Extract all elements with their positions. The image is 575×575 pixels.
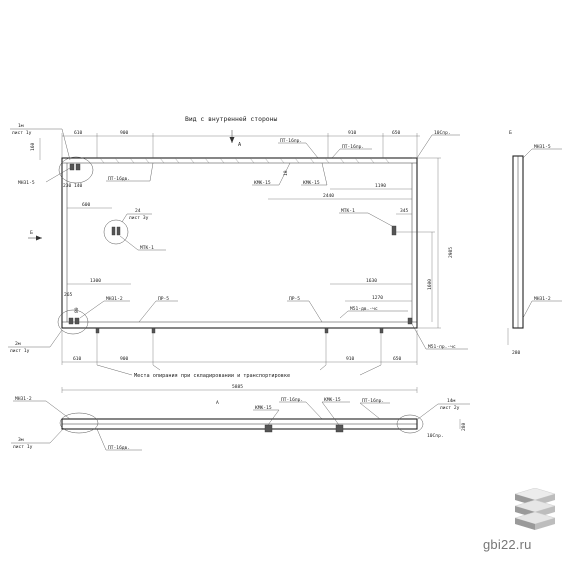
dim-2985: 2985 xyxy=(448,247,454,258)
dim-10: 10 xyxy=(283,170,289,176)
dim-1270: 1270 xyxy=(372,295,383,301)
support-mark-3 xyxy=(324,327,329,334)
label-pt16-bottom-right: ПТ-16пр. xyxy=(362,398,384,404)
dim-900-bot: 900 xyxy=(120,356,129,362)
dim-910-top: 910 xyxy=(348,130,357,136)
dim-1300: 1300 xyxy=(90,278,101,284)
label-pr5-a: ПР-5 xyxy=(158,296,169,302)
support-mark-1 xyxy=(95,327,100,334)
dim-280-bottom: 280 xyxy=(461,422,467,431)
dim-5885: 5885 xyxy=(232,384,243,390)
dim-1190: 1190 xyxy=(375,183,386,189)
label-mn31-5-left: МН31-5 xyxy=(18,180,35,186)
main-elevation: Вид с внутренней стороны А 610 xyxy=(8,115,468,393)
section-a-top: А xyxy=(238,142,242,148)
label-10c-pr: 10Спр. xyxy=(434,130,451,136)
dim-610-top: 610 xyxy=(74,130,83,136)
mn31-5-plate-a xyxy=(69,163,75,171)
kmk15-plate-d xyxy=(335,424,344,433)
section-a-view: А МН31-2 3м лист 1у КМК-15 ПТ-16пр. КМК-… xyxy=(11,396,470,451)
mn31-2-plate-a xyxy=(68,317,74,325)
label-m51-right: М51-пр.-чс xyxy=(428,344,456,350)
dim-910-bot: 910 xyxy=(346,356,355,362)
node-2-sheet: лист 1у xyxy=(10,348,30,354)
node-1-circle xyxy=(58,156,94,184)
support-note: Места опирания при складировании и транс… xyxy=(134,373,290,379)
dim-160: 160 xyxy=(30,142,36,151)
dim-1630: 1630 xyxy=(366,278,377,284)
node-14-label: 14м xyxy=(447,398,456,404)
mtk1-plate-b xyxy=(116,226,121,236)
label-kmk15-d: КМК-15 xyxy=(324,397,341,403)
mn31-5-plate-b xyxy=(75,163,81,171)
gbi22-logo-icon xyxy=(514,488,556,530)
dim-650-top: 650 xyxy=(392,130,401,136)
node-1-sheet: лист 1у xyxy=(12,130,32,136)
dim-80: 80 xyxy=(74,307,80,313)
mn31-2-plate-b xyxy=(74,317,80,325)
label-kmk15-a: КМК-15 xyxy=(254,180,271,186)
view-arrow-head xyxy=(229,137,235,143)
label-pt16-top-left: ПТ-16дв. xyxy=(108,176,130,182)
label-pt16-bottom-left: ПТ-16дв. xyxy=(108,445,130,451)
label-pt16-bottom-mid: ПТ-16пр. xyxy=(281,397,303,403)
view-title: Вид с внутренней стороны xyxy=(185,115,277,123)
support-mark-4 xyxy=(379,327,384,334)
support-mark-2 xyxy=(151,327,156,334)
node-3-label: 3м xyxy=(18,437,24,443)
panel-outline xyxy=(61,157,418,329)
section-a-title: А xyxy=(216,400,219,406)
label-10c-bottom: 10Спр. xyxy=(427,433,444,439)
site-watermark: gbi22.ru xyxy=(483,537,532,552)
label-pt16-top-right: ПТ-16пр. xyxy=(342,144,364,150)
label-pt16-top-mid: ПТ-16пр. xyxy=(280,138,302,144)
label-mtk1-a: МТК-1 xyxy=(140,245,154,251)
label-m51-mid: М51-дв.-чс xyxy=(350,306,378,312)
node-24-sheet: лист 3у xyxy=(129,215,149,221)
section-b-arrow-head xyxy=(36,235,42,241)
mtk1-plate-right xyxy=(391,225,397,236)
label-mtk1-b: МТК-1 xyxy=(341,208,355,214)
node-2-circle xyxy=(57,309,89,335)
node-14-sheet: лист 2у xyxy=(440,405,460,411)
dim-650-bot: 650 xyxy=(393,356,402,362)
dim-1600: 1600 xyxy=(427,279,433,290)
top-rib-hatch xyxy=(99,157,390,164)
label-mn31-2-bottom: МН31-2 xyxy=(15,396,32,402)
section-b-left: Б xyxy=(30,230,33,236)
node-3-circle xyxy=(59,412,99,434)
label-kmk15-b: КМК-15 xyxy=(303,180,320,186)
dim-610-bot: 610 xyxy=(73,356,82,362)
label-mn31-5-right: МН31-5 xyxy=(534,144,551,150)
section-b-view: Б МН31-5 МН31-2 280 xyxy=(507,130,562,356)
label-kmk15-c: КМК-15 xyxy=(255,405,272,411)
label-mn31-2-right: МН31-2 xyxy=(534,296,551,302)
label-pr5-b: ПР-5 xyxy=(289,296,300,302)
dim-265: 265 xyxy=(64,292,73,298)
mtk1-plate-a xyxy=(111,226,116,236)
section-b-title: Б xyxy=(509,130,512,136)
node-24-circle xyxy=(103,219,129,245)
dim-600: 600 xyxy=(82,202,91,208)
label-mn31-2-main: МН31-2 xyxy=(106,296,123,302)
dim-900-top: 900 xyxy=(120,130,129,136)
dim-280-b: 280 xyxy=(512,350,521,356)
dim-345: 345 xyxy=(400,208,409,214)
node-14-circle xyxy=(396,414,424,434)
node-24-label: 24 xyxy=(135,208,141,214)
dim-230: 230 xyxy=(63,183,72,189)
m51-plate xyxy=(407,317,413,325)
node-3-sheet: лист 1у xyxy=(13,444,33,450)
node-1-label: 1м xyxy=(18,123,24,129)
kmk15-plate-c xyxy=(264,424,273,433)
dim-140: 140 xyxy=(74,183,83,189)
node-2-label: 2м xyxy=(15,341,21,347)
dim-2440: 2440 xyxy=(323,193,334,199)
